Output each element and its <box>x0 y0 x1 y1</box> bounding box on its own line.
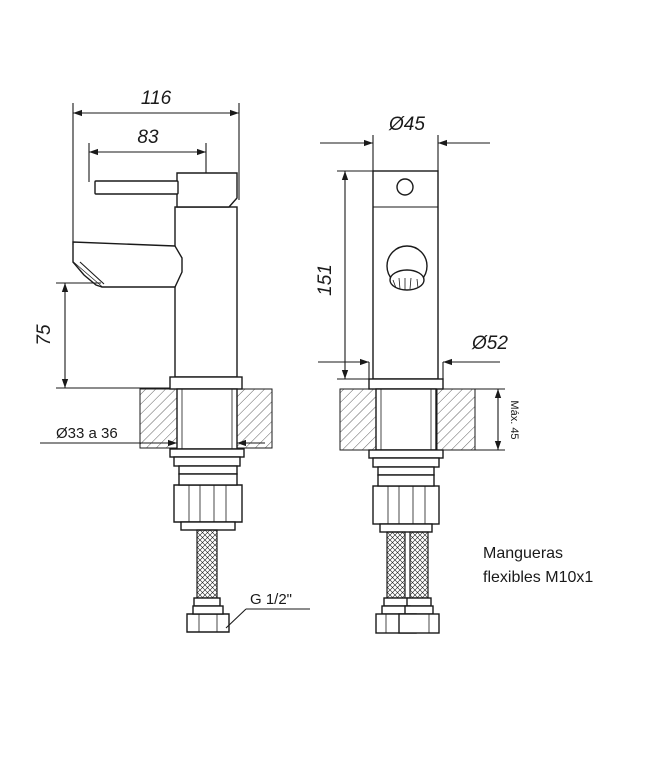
flexible-hose-1 <box>386 531 406 599</box>
dim-total-width: 116 <box>141 88 172 109</box>
side-view: 116 83 75 Ø33 a 36 G 1/2" <box>34 88 310 633</box>
countertop-right-section <box>236 388 273 449</box>
handle-lever <box>94 180 179 195</box>
faucet-cap <box>176 172 238 208</box>
dim-handle-width: 83 <box>137 127 159 148</box>
shank <box>176 388 238 450</box>
front-view: Ø45 151 Ø52 Máx. 45 Mangueras flexibles … <box>315 114 593 634</box>
countertop-left-section <box>139 388 178 449</box>
dim-body-diameter: Ø45 <box>388 114 425 135</box>
base-collar <box>169 376 243 390</box>
dim-hole-diameter: Ø33 a 36 <box>56 425 118 442</box>
dim-max-thickness: Máx. 45 <box>508 400 520 439</box>
faucet-body <box>174 206 238 378</box>
countertop-left-section-front <box>339 388 379 451</box>
countertop-right-section-front <box>436 388 476 451</box>
fixing-nut-front <box>372 485 440 525</box>
hose-connector-2 <box>398 613 440 634</box>
spout-aerator <box>72 261 103 288</box>
dim-base-diameter: Ø52 <box>471 333 508 354</box>
thread-label: G 1/2" <box>250 591 292 608</box>
hoses-note-line1: Mangueras <box>483 545 563 562</box>
spout <box>72 241 183 288</box>
fixing-nut-body <box>173 484 243 523</box>
handle-hub <box>396 178 414 196</box>
flexible-hose-2 <box>409 531 429 599</box>
base-collar-front <box>368 378 444 390</box>
dim-spout-height: 75 <box>34 324 55 346</box>
flexible-hose <box>196 529 218 599</box>
hose-connector <box>186 613 230 633</box>
hoses-note-line2: flexibles M10x1 <box>483 569 593 586</box>
dim-body-height: 151 <box>315 264 336 296</box>
fixing-nut <box>178 465 238 475</box>
